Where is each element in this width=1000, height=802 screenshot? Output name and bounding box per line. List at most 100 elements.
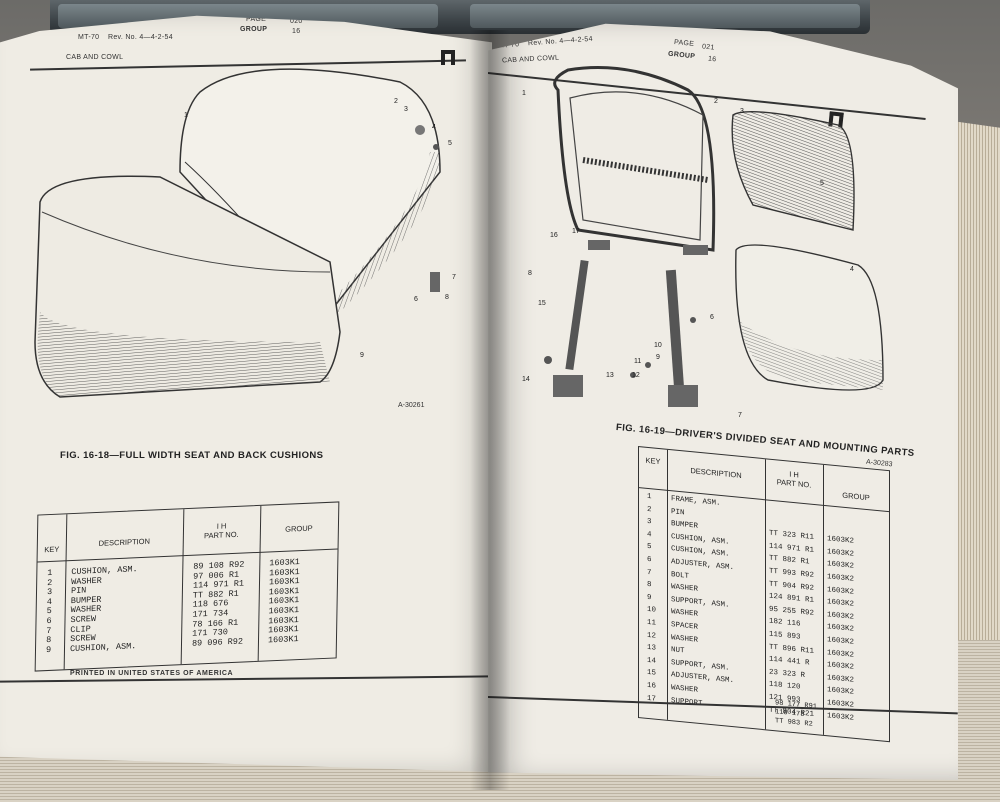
right-row-description-5: CUSHION, ASM. — [671, 545, 730, 560]
right-row-group-13: 1603K2 — [827, 661, 855, 672]
right-callout-15: 15 — [538, 300, 546, 307]
left-page-label: PAGE — [246, 16, 267, 23]
right-row-part-no-6: TT 993 R92 — [769, 567, 815, 580]
right-row-part-no-10: 182 116 — [769, 618, 801, 630]
left-row-key-7: 7 — [46, 625, 52, 636]
right-row-description-7: BOLT — [671, 570, 690, 581]
right-row-part-no-8: 124 891 R1 — [769, 592, 815, 606]
left-row-description-3: PIN — [70, 585, 87, 597]
left-section-title: CAB AND COWL — [66, 54, 124, 61]
callout-2: 2 — [394, 98, 398, 105]
right-col-group: GROUP — [842, 490, 870, 503]
left-row-key-6: 6 — [46, 615, 52, 627]
left-col-description: DESCRIPTION — [98, 536, 151, 548]
left-row-group-9: 1603K1 — [267, 633, 299, 646]
right-row-group-6: 1603K2 — [827, 573, 855, 584]
left-page: MT-70 Rev. No. 4—4-2-54 PAGE 020 GROUP 1… — [0, 15, 492, 772]
left-row-description-1: CUSHION, ASM. — [71, 564, 138, 578]
right-row-part-no-9: 95 255 R92 — [769, 605, 815, 618]
right-callout-1: 1 — [522, 90, 526, 97]
right-row-key-9: 9 — [647, 593, 652, 603]
right-row-group-11: 1603K2 — [827, 636, 855, 647]
right-row-part-no-11: 115 893 — [769, 630, 801, 642]
right-row-key-1: 1 — [647, 492, 652, 502]
right-row-description-14: SUPPORT, ASM. — [671, 658, 730, 673]
right-row-part-no-15: 118 120 — [769, 681, 801, 693]
divided-seat-illustration — [544, 66, 884, 407]
left-page-number: 020 — [290, 18, 303, 25]
left-row-key-3: 3 — [46, 587, 53, 598]
right-row-key-6: 6 — [647, 555, 652, 565]
right-callout-14: 14 — [522, 376, 530, 383]
binder-segment-right — [470, 4, 860, 28]
right-row-key-10: 10 — [647, 606, 657, 616]
right-row-group-15: 1603K2 — [827, 686, 855, 698]
left-row-key-5: 5 — [46, 606, 52, 617]
right-row-key-15: 15 — [647, 669, 657, 679]
right-row-part-no-14: 23 323 R — [769, 668, 806, 680]
right-row-part-no-13: 114 441 R — [769, 655, 810, 668]
right-row-key-16: 16 — [647, 681, 657, 691]
left-row-description-9: CUSHION, ASM. — [69, 640, 137, 654]
left-row-key-8: 8 — [46, 635, 52, 646]
right-callout-12: 12 — [632, 372, 640, 379]
right-row-part-no-5: TT 882 R1 — [769, 555, 810, 567]
right-row-description-1: FRAME, ASM. — [671, 495, 721, 508]
right-row-description-2: PIN — [671, 507, 685, 518]
right-row-group-9: 1603K2 — [827, 610, 855, 622]
callout-5: 5 — [448, 140, 452, 147]
right-col-part-no: I H PART NO. — [776, 469, 812, 490]
left-col-key: KEY — [44, 544, 60, 555]
left-row-key-4: 4 — [46, 596, 53, 607]
right-row-group-10: 1603K2 — [827, 623, 855, 635]
right-callout-17: 17 — [572, 228, 580, 235]
right-row-key-7: 7 — [647, 568, 652, 577]
right-row-group-14: 1603K2 — [827, 673, 855, 685]
right-callout-16: 16 — [550, 232, 558, 239]
right-row-description-9: SUPPORT, ASM. — [671, 595, 730, 610]
right-row-group-3: 1603K2 — [827, 535, 855, 546]
callout-7: 7 — [452, 274, 456, 281]
left-figure-title: FIG. 16-18—FULL WIDTH SEAT AND BACK CUSH… — [60, 450, 324, 461]
right-row-part-no-7: TT 904 R92 — [769, 580, 815, 593]
callout-1: 1 — [184, 112, 188, 119]
callout-3: 3 — [404, 106, 408, 113]
callout-6: 6 — [414, 296, 418, 303]
book-gutter — [470, 30, 510, 790]
right-row-part-no-12: TT 896 R11 — [769, 643, 815, 656]
left-row-key-9: 9 — [45, 644, 52, 655]
right-row-description-16: WASHER — [671, 684, 699, 695]
right-row-part-no-3: TT 323 R11 — [769, 529, 815, 543]
right-callout-13: 13 — [606, 372, 614, 379]
callout-4: 4 — [432, 124, 436, 131]
left-row-part-no-9: 89 096 R92 — [191, 636, 244, 649]
right-row-group-17: 1603K2 — [827, 711, 855, 723]
right-row-description-4: CUSHION, ASM. — [671, 532, 730, 547]
right-row-description-13: NUT — [671, 646, 685, 656]
left-revision: Rev. No. 4—4-2-54 — [108, 34, 173, 41]
right-col-description: DESCRIPTION — [690, 466, 742, 480]
right-row-key-11: 11 — [647, 618, 657, 628]
left-col-group: GROUP — [285, 523, 313, 534]
right-callout-9: 9 — [656, 354, 660, 361]
right-callout-10: 10 — [654, 342, 662, 349]
right-row-description-3: BUMPER — [671, 520, 699, 531]
left-group-label: GROUP — [240, 26, 268, 33]
left-model: MT-70 — [78, 34, 100, 41]
right-callout-4: 4 — [850, 266, 854, 273]
right-callout-2: 2 — [714, 98, 718, 105]
right-row-description-12: WASHER — [671, 633, 699, 645]
left-col-part-no: I H PART NO. — [203, 521, 239, 541]
right-page: MT-70 Rev. No. 4—4-2-54 PAGE 021 GROUP 1… — [488, 23, 958, 780]
seat-cushion-illustration — [34, 68, 441, 398]
left-row-key-1: 1 — [47, 567, 53, 579]
right-drawing-number: A-30283 — [865, 458, 893, 469]
right-callout-3: 3 — [740, 108, 744, 115]
right-callout-7: 7 — [738, 412, 742, 419]
right-row-description-8: WASHER — [671, 583, 699, 594]
right-row-group-5: 1603K2 — [827, 560, 855, 572]
right-row-description-10: WASHER — [671, 608, 699, 620]
right-row-description-6: ADJUSTER, ASM. — [671, 558, 735, 573]
